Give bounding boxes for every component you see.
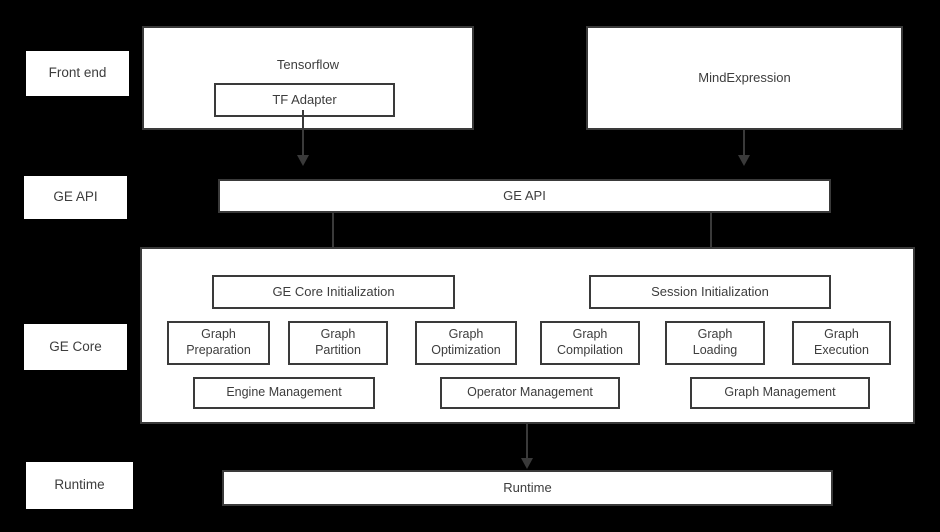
graph-loading-box[interactable]: Graph Loading xyxy=(665,321,765,365)
connector-ge-core-to-runtime xyxy=(526,424,528,459)
operator-management-box[interactable]: Operator Management xyxy=(440,377,620,409)
arrowhead-ge-core-to-runtime xyxy=(521,458,533,469)
tensorflow-label: Tensorflow xyxy=(276,57,340,72)
ge-api-bar[interactable]: GE API xyxy=(218,179,831,213)
runtime-bar[interactable]: Runtime xyxy=(222,470,833,506)
connector-ge-api-to-session-init xyxy=(710,213,712,261)
arrowhead-mindexpression-to-ge-api xyxy=(738,155,750,166)
graph-execution-box[interactable]: Graph Execution xyxy=(792,321,891,365)
engine-management-box[interactable]: Engine Management xyxy=(193,377,375,409)
stage-label-front-end: Front end xyxy=(26,51,129,96)
stage-label-ge-api: GE API xyxy=(24,176,127,219)
connector-ge-api-to-ge-core-init xyxy=(332,213,334,261)
mindexpression-panel: MindExpression xyxy=(586,26,903,130)
stage-label-runtime: Runtime xyxy=(26,462,133,509)
graph-management-box[interactable]: Graph Management xyxy=(690,377,870,409)
stage-label-ge-core: GE Core xyxy=(24,324,127,370)
graph-preparation-box[interactable]: Graph Preparation xyxy=(167,321,270,365)
tf-adapter-box[interactable]: TF Adapter xyxy=(214,83,395,117)
connector-mindexpression-to-ge-api xyxy=(743,130,745,156)
graph-optimization-box[interactable]: Graph Optimization xyxy=(415,321,517,365)
ge-core-panel: GE Core Initialization Session Initializ… xyxy=(140,247,915,424)
connector-tf-adapter-to-ge-api xyxy=(302,110,304,156)
graph-partition-box[interactable]: Graph Partition xyxy=(288,321,388,365)
graph-compilation-box[interactable]: Graph Compilation xyxy=(540,321,640,365)
tensorflow-panel: Tensorflow TF Adapter xyxy=(142,26,474,130)
ge-core-initialization-box[interactable]: GE Core Initialization xyxy=(212,275,455,309)
session-initialization-box[interactable]: Session Initialization xyxy=(589,275,831,309)
arrowhead-tf-adapter-to-ge-api xyxy=(297,155,309,166)
